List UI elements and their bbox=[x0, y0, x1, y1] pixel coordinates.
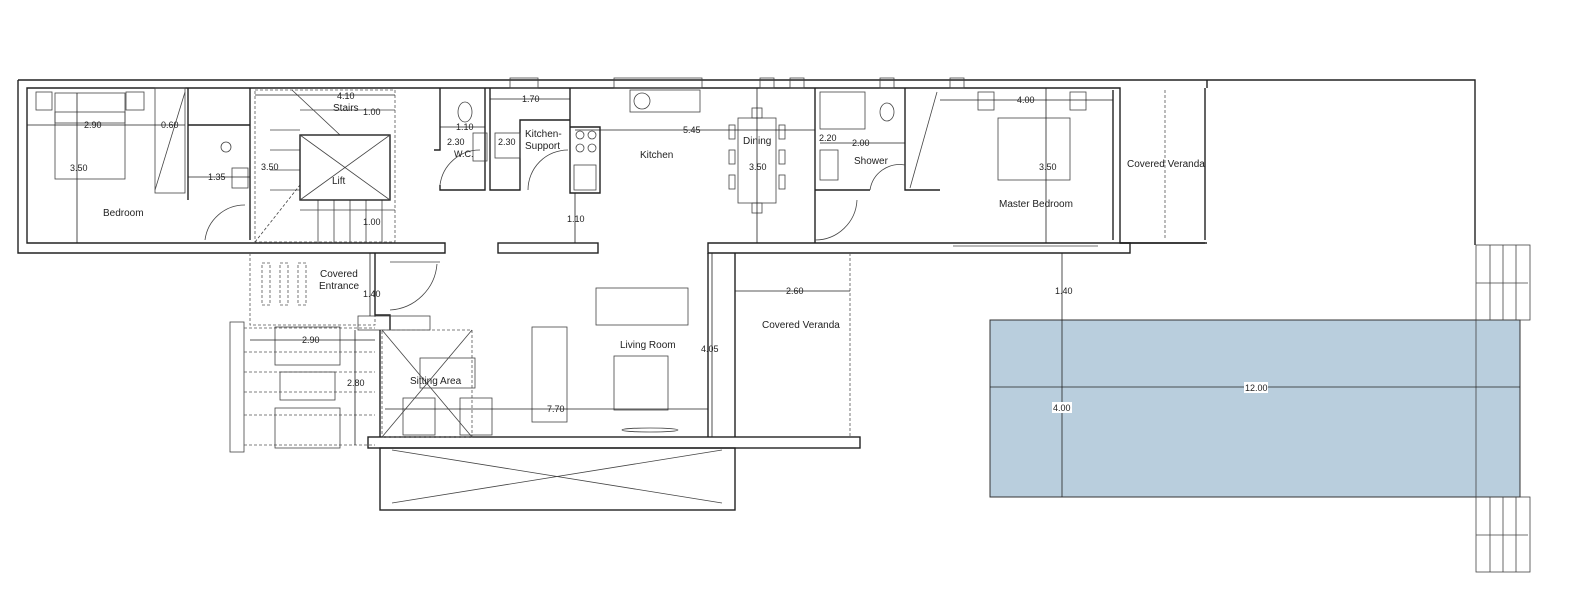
dim-label: 2.80 bbox=[347, 378, 365, 388]
dim-label: 2.30 bbox=[447, 137, 465, 147]
dim-label: 1.35 bbox=[208, 172, 226, 182]
master-suite bbox=[814, 88, 1087, 243]
label-dining: Dining bbox=[743, 136, 771, 147]
label-covered-veranda-mid: Covered Veranda bbox=[762, 320, 840, 331]
label-covered-veranda-right: Covered Veranda bbox=[1127, 159, 1205, 170]
dim-label: 1.40 bbox=[1055, 286, 1073, 296]
dim-label: 3.50 bbox=[749, 162, 767, 172]
building-walls bbox=[17, 77, 1476, 254]
label-shower: Shower bbox=[854, 156, 889, 167]
dim-label: 3.50 bbox=[1039, 162, 1057, 172]
label-kitchen-support-2: Support bbox=[525, 141, 560, 152]
dim-label: 12.00 bbox=[1245, 383, 1268, 393]
dim-label: 2.90 bbox=[302, 335, 320, 345]
dim-label: 3.50 bbox=[261, 162, 279, 172]
dim-label: 1.40 bbox=[363, 289, 381, 299]
entrance-area bbox=[229, 253, 440, 453]
dim-label: 0.60 bbox=[161, 120, 179, 130]
dim-label: 2.90 bbox=[84, 120, 102, 130]
label-lift: Lift bbox=[332, 176, 346, 187]
dim-label: 1.70 bbox=[522, 94, 540, 104]
service-rooms bbox=[434, 88, 701, 194]
dim-label: 1.10 bbox=[567, 214, 585, 224]
dim-label: 2.00 bbox=[852, 138, 870, 148]
dim-label: 7.70 bbox=[547, 404, 565, 414]
dim-label: 4.00 bbox=[1017, 95, 1035, 105]
label-kitchen-support-1: Kitchen- bbox=[525, 129, 562, 140]
room-labels: Bedroom Stairs Lift W.C. Kitchen- Suppor… bbox=[103, 103, 1205, 387]
dim-label: 1.10 bbox=[456, 122, 474, 132]
dim-label: 1.00 bbox=[363, 217, 381, 227]
living-area bbox=[367, 253, 861, 511]
label-kitchen: Kitchen bbox=[640, 150, 673, 161]
label-master-bedroom: Master Bedroom bbox=[999, 199, 1073, 210]
dim-label: 5.45 bbox=[683, 125, 701, 135]
dim-label: 2.20 bbox=[819, 133, 837, 143]
dim-label: 2.60 bbox=[786, 286, 804, 296]
stairs-lift bbox=[254, 89, 396, 243]
dimension-labels: 2.90 0.60 3.50 1.35 4.10 1.00 3.50 1.00 … bbox=[70, 91, 1268, 414]
label-stairs: Stairs bbox=[333, 103, 359, 114]
swimming-pool bbox=[989, 319, 1521, 498]
bedroom-furniture bbox=[54, 87, 251, 241]
label-covered-entrance-2: Entrance bbox=[319, 281, 359, 292]
dim-label: 4.10 bbox=[337, 91, 355, 101]
dimension-lines bbox=[27, 88, 1520, 497]
dim-label: 4.00 bbox=[1053, 403, 1071, 413]
label-bedroom: Bedroom bbox=[103, 208, 144, 219]
label-living-room: Living Room bbox=[620, 340, 676, 351]
pool-area bbox=[989, 244, 1531, 573]
dim-label: 2.30 bbox=[498, 137, 516, 147]
label-covered-entrance-1: Covered bbox=[320, 269, 358, 280]
label-sitting-area: Sitting Area bbox=[410, 376, 462, 387]
dim-label: 3.50 bbox=[70, 163, 88, 173]
dim-label: 4.05 bbox=[701, 344, 719, 354]
label-wc: W.C. bbox=[454, 149, 474, 159]
dim-label: 1.00 bbox=[363, 107, 381, 117]
